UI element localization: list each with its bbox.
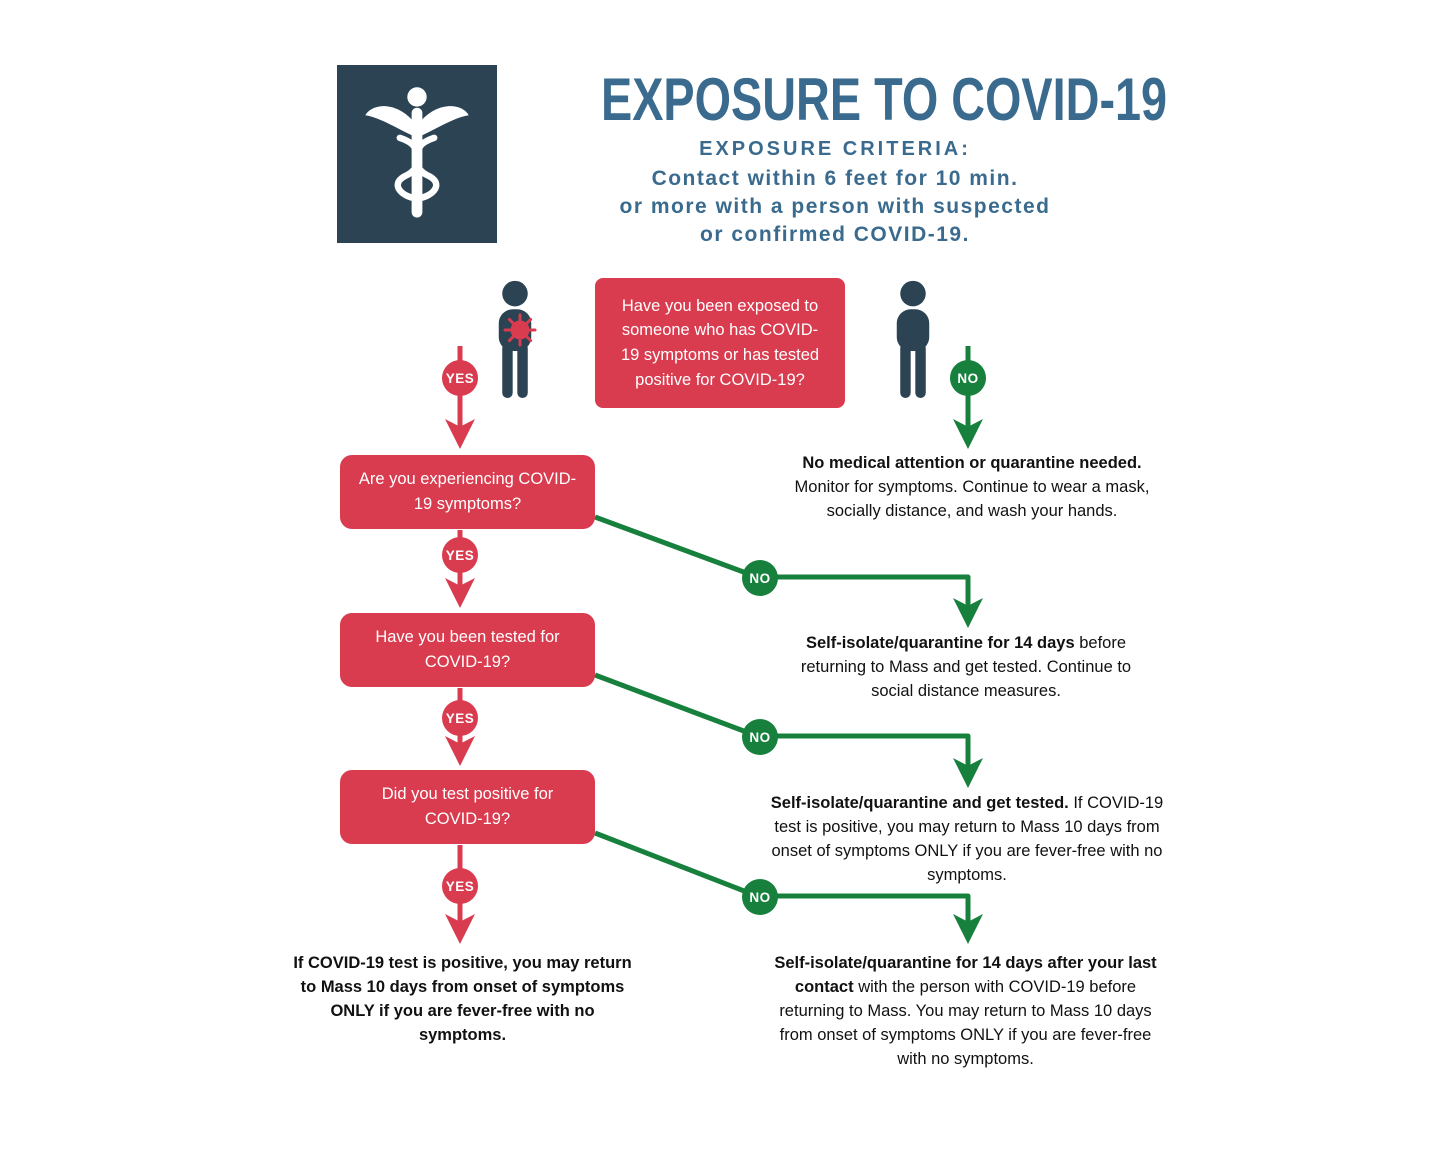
outcome-not-tested-rest: If COVID-19 test is positive, you may re… xyxy=(771,794,1164,884)
outcome-tested-negative-rest: with the person with COVID-19 before ret… xyxy=(779,977,1152,1068)
person-icon xyxy=(884,279,954,402)
exposed-person-icon xyxy=(486,279,556,402)
exposure-criteria-label: EXPOSURE CRITERIA: xyxy=(699,138,971,160)
person-silhouette xyxy=(498,280,532,398)
no-badge-q1: NO xyxy=(742,560,778,596)
root-question-box: Have you been exposed to someone who has… xyxy=(595,278,845,408)
person-silhouette xyxy=(896,280,930,398)
yes-badge-q1: YES xyxy=(442,537,478,573)
exposure-criteria-text: Contact within 6 feet for 10 min. or mor… xyxy=(535,165,1135,249)
outcome-not-tested: Self-isolate/quarantine and get tested. … xyxy=(768,792,1166,888)
question-box-symptoms: Are you experiencing COVID-19 symptoms? xyxy=(340,455,595,529)
outcome-no-symptoms-rest: before returning to Mass and get tested.… xyxy=(800,634,1132,700)
yes-badge-q3: YES xyxy=(442,868,478,904)
virus-icon xyxy=(503,313,537,347)
outcome-no-symptoms: Self-isolate/quarantine for 14 days befo… xyxy=(780,632,1152,704)
yes-badge-root: YES xyxy=(442,360,478,396)
question-box-positive: Did you test positive for COVID-19? xyxy=(340,770,595,844)
outcome-no-exposure-bold: No medical attention or quarantine neede… xyxy=(802,454,1142,472)
no-badge-q3: NO xyxy=(742,879,778,915)
criteria-line-3: or confirmed COVID-19. xyxy=(700,223,970,246)
outcome-tested-negative: Self-isolate/quarantine for 14 days afte… xyxy=(763,952,1168,1072)
arrow-no-q1 xyxy=(594,514,983,628)
outcome-tested-positive: If COVID-19 test is positive, you may re… xyxy=(293,954,632,1044)
outcome-tested-negative-bold: Self-isolate/quarantine for 14 days afte… xyxy=(774,954,1157,996)
question-box-tested: Have you been tested for COVID-19? xyxy=(340,613,595,687)
outcome-no-exposure: No medical attention or quarantine neede… xyxy=(783,452,1161,524)
outcome-no-exposure-rest: Monitor for symptoms. Continue to wear a… xyxy=(794,477,1150,520)
criteria-line-1: Contact within 6 feet for 10 min. xyxy=(651,167,1019,190)
yes-badge-q2: YES xyxy=(442,700,478,736)
outcome-not-tested-bold: Self-isolate/quarantine and get tested. xyxy=(770,794,1069,812)
no-badge-q2: NO xyxy=(742,719,778,755)
medical-logo-tile xyxy=(337,65,497,243)
criteria-line-2: or more with a person with suspected xyxy=(619,195,1051,218)
outcome-no-symptoms-bold: Self-isolate/quarantine for 14 days xyxy=(805,634,1075,652)
no-badge-root: NO xyxy=(950,360,986,396)
caduceus-icon xyxy=(365,87,469,218)
page-title: EXPOSURE TO COVID-19 xyxy=(601,66,1168,133)
